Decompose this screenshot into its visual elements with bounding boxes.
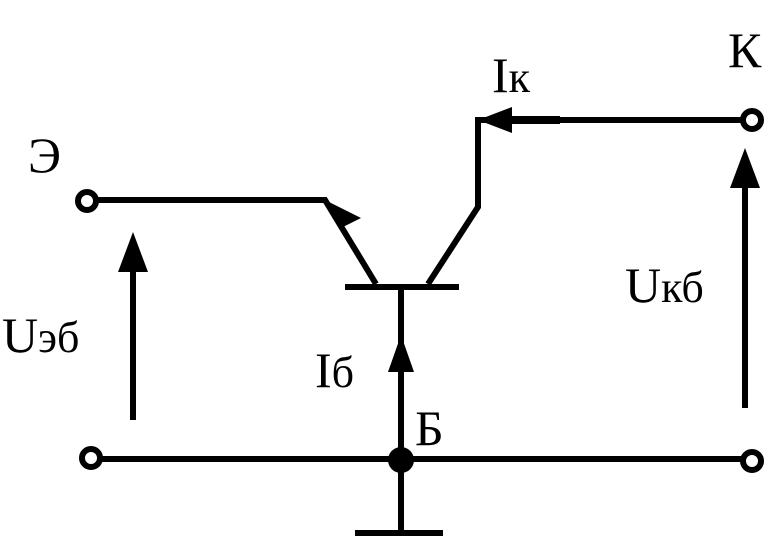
collector-label: К <box>728 22 762 78</box>
base-junction-dot-icon <box>388 447 414 473</box>
emitter-arrowhead-icon <box>325 200 361 228</box>
u-eb-label: Uэб <box>2 307 79 363</box>
collector-current-subscript: к <box>509 53 531 102</box>
base-current-arrowhead-icon <box>388 335 414 372</box>
u-eb-symbol: U <box>2 307 38 363</box>
collector-wire <box>425 117 748 286</box>
u-kb-symbol: U <box>625 257 661 313</box>
collector-current-arrowhead-icon <box>478 107 512 133</box>
left-bottom-terminal-icon <box>79 446 103 470</box>
right-bottom-terminal-icon <box>740 449 764 473</box>
collector-current-label: Iк <box>492 47 531 103</box>
collector-terminal-icon <box>740 108 764 132</box>
u-eb-subscript: эб <box>38 313 79 362</box>
emitter-label: Э <box>28 127 61 183</box>
u-kb-label: Uкб <box>625 257 704 313</box>
collector-current-symbol: I <box>492 47 509 103</box>
u-eb-arrowhead-icon <box>118 232 148 272</box>
base-current-subscript: б <box>332 348 354 397</box>
base-current-symbol: I <box>315 342 332 398</box>
emitter-terminal-icon <box>75 189 99 213</box>
base-current-label: Iб <box>315 342 354 398</box>
base-label: Б <box>415 400 444 456</box>
u-kb-subscript: кб <box>661 263 704 312</box>
u-kb-arrowhead-icon <box>730 148 760 188</box>
